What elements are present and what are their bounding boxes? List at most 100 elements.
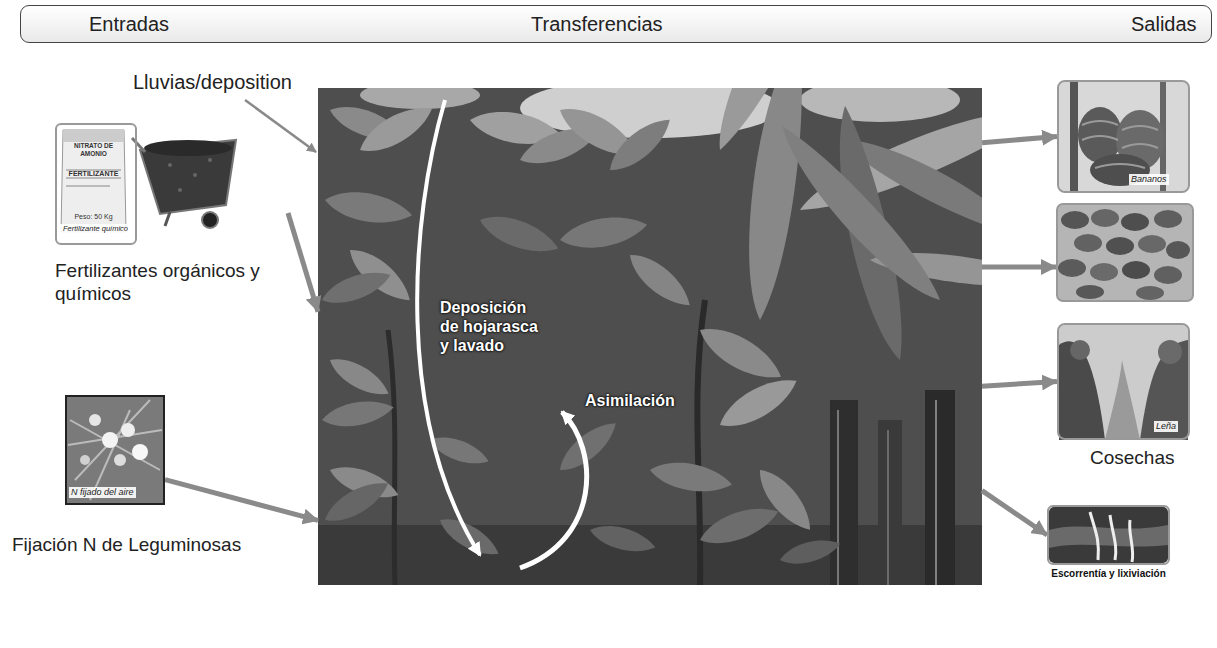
firewood-path bbox=[1059, 325, 1188, 440]
input-label: Lluvias/deposition bbox=[133, 70, 292, 94]
wheelbarrow bbox=[132, 138, 236, 228]
node-text: Asimilación bbox=[585, 391, 675, 410]
tree-trunks bbox=[388, 330, 395, 585]
tree-trunks bbox=[935, 400, 937, 585]
firewood-path bbox=[1105, 360, 1140, 440]
wheelbarrow bbox=[178, 188, 182, 192]
section-band: EntradasTransferenciasSalidas bbox=[20, 5, 1212, 43]
cacao-beans bbox=[1061, 211, 1089, 229]
cacao-beans bbox=[1154, 210, 1182, 228]
flow-arrow bbox=[288, 213, 318, 312]
agroforestry-photo: Deposición de hojarasca y lavadoAsimilac… bbox=[318, 88, 982, 585]
cacao-beans bbox=[1058, 259, 1086, 277]
forest-photo bbox=[318, 88, 982, 585]
node-text: NITRATO DE AMONIO bbox=[60, 142, 127, 158]
cacao-leaves bbox=[777, 534, 842, 569]
wheelbarrow bbox=[132, 138, 145, 152]
cacao-beans bbox=[1154, 266, 1182, 284]
cacao-leaves bbox=[602, 110, 678, 179]
runoff-image: Escorrentía y lixiviación bbox=[1047, 505, 1170, 565]
fertilizer-image: NITRATO DE AMONIO FERTILIZANTE Peso: 50 Kg… bbox=[55, 123, 137, 245]
banana-bunches bbox=[1082, 121, 1158, 168]
legume-image: N fijado del aireFijación N de Leguminos… bbox=[65, 395, 165, 505]
cacao-beans bbox=[1058, 205, 1192, 300]
tree-trunks bbox=[830, 400, 858, 585]
node-text: Peso: 50 Kg bbox=[60, 213, 127, 221]
cacao-leaves bbox=[323, 186, 415, 229]
banana-bunches bbox=[1059, 82, 1188, 191]
forest-photo bbox=[360, 88, 480, 109]
legume-flowers bbox=[67, 397, 163, 503]
wheelbarrow bbox=[165, 212, 170, 226]
tree-trunks bbox=[837, 410, 839, 585]
wheelbarrow bbox=[168, 163, 172, 167]
caption: Escorrentía y lixiviación bbox=[1032, 568, 1185, 580]
rain-arrow bbox=[245, 100, 316, 152]
tree-trunks bbox=[878, 420, 902, 585]
cacao-leaves bbox=[713, 369, 804, 437]
legume-flowers bbox=[67, 397, 163, 503]
legume-flowers bbox=[114, 454, 126, 466]
runoff-water bbox=[1049, 507, 1168, 563]
fertilizer-bag bbox=[66, 185, 110, 187]
tree-trunks bbox=[925, 390, 955, 585]
cacao-beans bbox=[1091, 209, 1119, 227]
cacao-leaves bbox=[319, 474, 394, 530]
input-group: Fertilizantes orgánicos y químicos NITRAT… bbox=[50, 118, 288, 308]
cacao-beans bbox=[1122, 261, 1150, 279]
cacao-leaves bbox=[648, 457, 735, 497]
cacao-leaves bbox=[622, 246, 698, 315]
banana-leaves bbox=[770, 114, 947, 316]
runoff-water bbox=[1090, 512, 1133, 562]
cacao-beans bbox=[1058, 205, 1192, 300]
cacao-leaves bbox=[693, 317, 789, 390]
cacao-leaves bbox=[318, 97, 843, 570]
caption: Fertilizantes orgánicos y químicos bbox=[55, 260, 287, 306]
forest-photo bbox=[800, 88, 960, 122]
wheelbarrow bbox=[193, 173, 197, 177]
fertilizer-bag bbox=[61, 130, 126, 232]
node-text: Salidas bbox=[1131, 12, 1197, 36]
node-text: Leña bbox=[1154, 421, 1178, 432]
wheelbarrow bbox=[140, 140, 236, 214]
node-text: Entradas bbox=[89, 12, 169, 36]
banana-bunches bbox=[1070, 82, 1078, 191]
harvest-arrow bbox=[982, 265, 1056, 270]
flow-arrow bbox=[982, 137, 1057, 143]
cycle-arrows bbox=[417, 100, 587, 568]
cacao-leaves bbox=[320, 396, 396, 431]
firewood-image: Leña bbox=[1057, 323, 1190, 440]
legume-flowers bbox=[132, 444, 148, 460]
cacao-beans bbox=[1121, 213, 1149, 231]
fertilizer-bag bbox=[66, 177, 121, 179]
cacao-leaves bbox=[695, 499, 782, 552]
legume-flowers bbox=[80, 455, 90, 465]
legume-flowers bbox=[102, 432, 118, 448]
firewood-path bbox=[1070, 340, 1090, 360]
cacao-beans bbox=[1136, 286, 1164, 300]
cacao-leaves bbox=[325, 351, 394, 403]
caption: Cosechas bbox=[1090, 447, 1175, 470]
flow-arrow bbox=[982, 382, 1057, 387]
cacao-beans bbox=[1138, 235, 1166, 253]
cacao-leaves bbox=[318, 264, 394, 311]
tree-trunks bbox=[887, 430, 889, 585]
cacao-beans bbox=[1166, 241, 1190, 259]
node-text: FERTILIZANTE bbox=[60, 170, 127, 178]
node-text: Deposición de hojarasca y lavado bbox=[440, 298, 545, 356]
node-text: N fijado del aire bbox=[69, 487, 136, 498]
cacao-leaves bbox=[558, 211, 650, 254]
firewood-path bbox=[1158, 340, 1182, 364]
node-text: Bananos bbox=[1129, 174, 1169, 185]
cacao-leaves bbox=[353, 97, 438, 161]
legume-flowers bbox=[68, 400, 162, 500]
banana-image: Bananos bbox=[1057, 80, 1190, 193]
cacao-beans bbox=[1074, 234, 1102, 252]
wheelbarrow bbox=[144, 140, 232, 156]
firewood-path bbox=[1140, 340, 1188, 440]
cacao-beans bbox=[1076, 285, 1104, 299]
caption: Fijación N de Leguminosas bbox=[12, 534, 241, 557]
flow-arrow bbox=[165, 480, 318, 521]
runoff-water bbox=[1049, 507, 1168, 563]
